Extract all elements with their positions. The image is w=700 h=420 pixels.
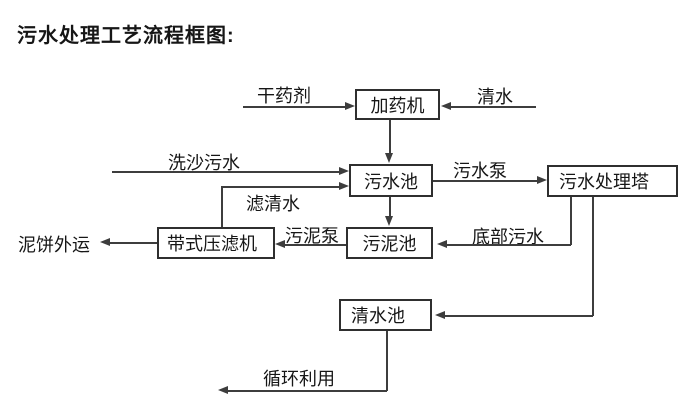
label-dry-agent: 干药剂 bbox=[257, 86, 311, 106]
edge-tower-to-sludge-pool-arrowhead bbox=[437, 240, 447, 248]
node-sludge-pool: 污泥池 bbox=[346, 227, 433, 259]
node-dosing-machine: 加药机 bbox=[355, 89, 440, 120]
label-recycle: 循环利用 bbox=[263, 369, 335, 389]
edge-clean-pool-to-recycle-arrowhead bbox=[218, 386, 228, 394]
edge-belt-press-to-mud-cake-arrowhead bbox=[100, 238, 110, 246]
label-mud-cake-out: 泥饼外运 bbox=[18, 235, 90, 255]
edge-sludge-pool-to-belt-press-arrowhead bbox=[275, 240, 285, 248]
edge-filtered-water-line bbox=[221, 186, 340, 188]
edge-clean-pool-to-recycle-line bbox=[226, 390, 387, 392]
node-clean-water-pool-label: 清水池 bbox=[351, 306, 405, 326]
label-sand-washing-sewage: 洗沙污水 bbox=[168, 153, 240, 173]
node-treatment-tower: 污水处理塔 bbox=[547, 165, 678, 197]
edge-sand-washing-to-sewage-pool-arrowhead bbox=[339, 167, 349, 175]
node-clean-water-pool: 清水池 bbox=[339, 299, 432, 331]
label-sewage-pump: 污水泵 bbox=[453, 161, 507, 181]
edge-tower-to-clean-pool-vline bbox=[592, 197, 594, 316]
edge-dosing-to-sewage-pool-arrowhead bbox=[385, 153, 393, 163]
edge-filtered-water-vline bbox=[221, 186, 223, 227]
edge-tower-to-clean-pool-line bbox=[443, 315, 593, 317]
edge-sewage-pool-to-sludge-pool-line bbox=[389, 197, 391, 217]
edge-dosing-to-sewage-pool-line bbox=[389, 120, 391, 154]
edge-clean-water-to-dosing-line bbox=[449, 106, 536, 108]
label-sludge-pump: 污泥泵 bbox=[285, 226, 339, 246]
edge-sludge-pool-to-belt-press-line bbox=[283, 244, 346, 246]
edge-sewage-pool-to-tower-line bbox=[433, 180, 539, 182]
node-dosing-machine-label: 加药机 bbox=[370, 95, 425, 116]
edge-tower-to-sludge-pool-line bbox=[445, 244, 571, 246]
edge-dry-agent-to-dosing-arrowhead bbox=[345, 102, 355, 110]
edge-tower-to-sludge-pool-vline bbox=[570, 197, 572, 245]
page-title: 污水处理工艺流程框图: bbox=[17, 25, 235, 47]
edge-belt-press-to-mud-cake-line bbox=[108, 242, 157, 244]
edge-clean-pool-to-recycle-vline bbox=[386, 331, 388, 391]
node-belt-filter-press-label: 带式压滤机 bbox=[167, 234, 257, 254]
edge-sewage-pool-to-tower-arrowhead bbox=[537, 176, 547, 184]
node-belt-filter-press: 带式压滤机 bbox=[157, 227, 275, 259]
node-sludge-pool-label: 污泥池 bbox=[362, 234, 417, 254]
edge-sewage-pool-to-sludge-pool-arrowhead bbox=[385, 216, 393, 226]
edge-dry-agent-to-dosing-line bbox=[243, 106, 346, 108]
edge-filtered-water-arrowhead bbox=[339, 182, 349, 190]
edge-clean-water-to-dosing-arrowhead bbox=[441, 102, 451, 110]
label-bottom-sewage: 底部污水 bbox=[472, 227, 544, 247]
edge-tower-to-clean-pool-arrowhead bbox=[435, 311, 445, 319]
edge-sand-washing-to-sewage-pool-line bbox=[112, 171, 342, 173]
node-sewage-pool: 污水池 bbox=[349, 164, 433, 197]
label-clean-water: 清水 bbox=[477, 87, 513, 107]
label-filtered-water: 滤清水 bbox=[246, 194, 300, 214]
node-sewage-pool-label: 污水池 bbox=[364, 171, 418, 192]
node-treatment-tower-label: 污水处理塔 bbox=[559, 172, 649, 192]
